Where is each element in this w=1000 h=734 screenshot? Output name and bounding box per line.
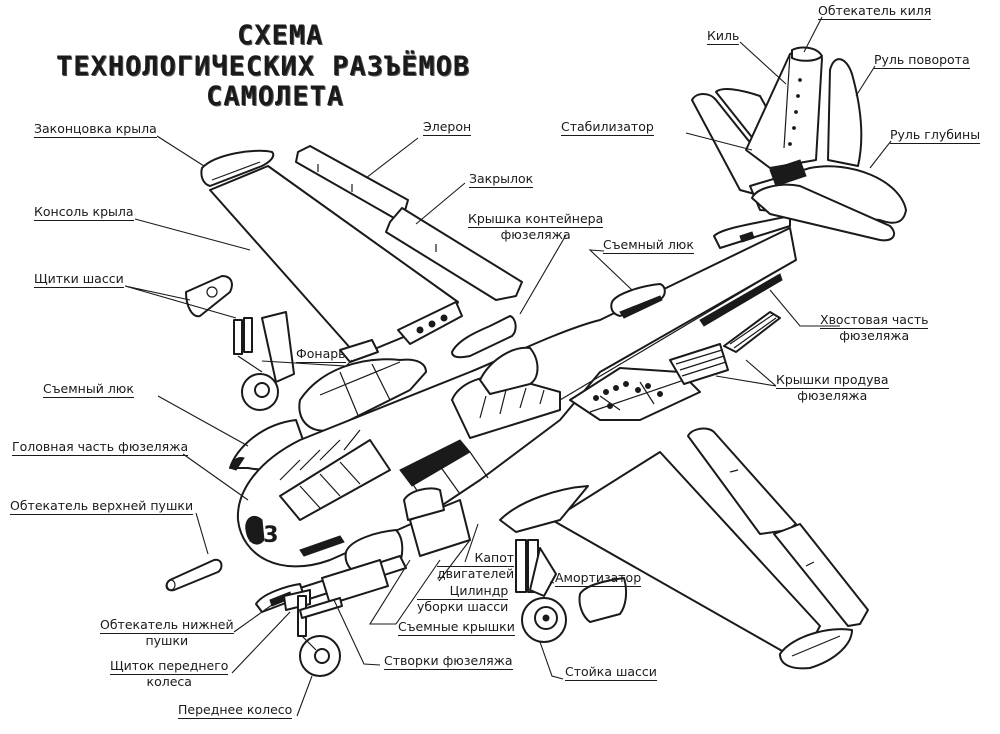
fuselage-body: 33 <box>236 227 797 568</box>
label-elevator: Руль глубины <box>890 127 981 144</box>
right-wing-console <box>551 451 853 670</box>
label-upper-gun-fairing: Обтекатель верхней пушки <box>10 498 194 515</box>
label-blowout-covers-line1: Крышки продува <box>776 372 889 389</box>
label-gear-strut: Стойка шасси <box>565 664 657 681</box>
label-wing-console: Консоль крыла <box>34 204 134 221</box>
container-cover <box>451 315 539 395</box>
label-fuselage-doors: Створки фюзеляжа <box>384 653 513 670</box>
label-tail-section: Хвостовая часть фюзеляжа <box>820 312 929 343</box>
label-front-removable-hatch: Съемный люк <box>43 381 134 398</box>
canopy <box>298 358 427 432</box>
wing-root-panel <box>499 485 628 623</box>
label-lower-gun-fairing: Обтекатель нижней пушки <box>100 618 234 648</box>
label-flap: Закрылок <box>469 171 534 188</box>
label-fin-fairing: Обтекатель киля <box>818 3 932 20</box>
nose-gear <box>255 583 343 677</box>
label-nose-wheel-door-line1: Щиток переднего <box>110 658 229 675</box>
right-flap <box>773 523 869 627</box>
left-wing-console <box>209 165 463 363</box>
left-flap <box>385 207 523 301</box>
tail-top-structure <box>713 215 791 249</box>
label-wingtip: Законцовка крыла <box>34 121 157 138</box>
left-gear-door <box>185 275 233 318</box>
label-gear-retraction-cylinder: Цилиндр уборки шасси <box>417 584 509 614</box>
label-gear-retraction-cylinder-line1: Цилиндр <box>417 584 509 600</box>
label-engine-cowling-line2: двигателей <box>437 566 515 581</box>
label-fin: Киль <box>707 28 740 45</box>
label-container-cover-line1: Крышка контейнера <box>468 211 604 228</box>
label-shock-absorber: Амортизатор <box>555 570 642 587</box>
label-aileron: Элерон <box>423 119 472 136</box>
label-engine-cowling: Капот двигателей <box>437 551 515 581</box>
left-main-gear <box>233 311 295 411</box>
label-removable-covers: Съемные крышки <box>398 619 515 636</box>
label-nose-wheel-door-line2: колеса <box>146 674 192 689</box>
label-canopy: Фонарь <box>296 346 346 363</box>
label-nose-section: Головная часть фюзеляжа <box>12 439 189 456</box>
label-nose-wheel: Переднее колесо <box>178 702 293 719</box>
blowout-covers <box>669 311 781 385</box>
label-gear-doors: Щитки шасси <box>34 271 124 288</box>
label-tail-section-line2: фюзеляжа <box>839 328 910 343</box>
title-line-2: технологических разъёмов <box>56 51 471 82</box>
tail-unit <box>691 46 907 242</box>
label-container-cover: Крышка контейнера фюзеляжа <box>468 211 604 242</box>
label-gear-retraction-cylinder-line2: уборки шасси <box>417 599 509 614</box>
title-line-1: Схема <box>237 20 324 51</box>
right-main-gear <box>515 539 567 643</box>
title-line-3: самолета <box>206 81 345 112</box>
label-lower-gun-fairing-line1: Обтекатель нижней <box>100 617 234 634</box>
nose-number: 33 <box>248 523 279 548</box>
label-tail-section-line1: Хвостовая часть <box>820 312 929 329</box>
left-wingtip <box>200 149 275 187</box>
label-lower-gun-fairing-line2: пушки <box>145 633 189 648</box>
label-nose-wheel-door: Щиток переднего колеса <box>110 658 229 689</box>
upper-gun-fairing <box>165 558 223 592</box>
label-rudder: Руль поворота <box>874 52 970 69</box>
label-engine-cowling-line1: Капот <box>437 551 515 567</box>
label-blowout-covers: Крышки продува фюзеляжа <box>776 373 889 403</box>
label-container-cover-line2: фюзеляжа <box>500 227 571 242</box>
label-blowout-covers-line2: фюзеляжа <box>797 388 868 403</box>
rear-removable-hatch <box>610 283 666 319</box>
label-stabilizer: Стабилизатор <box>561 119 654 136</box>
leader-lines <box>124 16 892 717</box>
label-rear-removable-hatch: Съемный люк <box>603 237 694 254</box>
engine-cowlings <box>299 487 471 605</box>
